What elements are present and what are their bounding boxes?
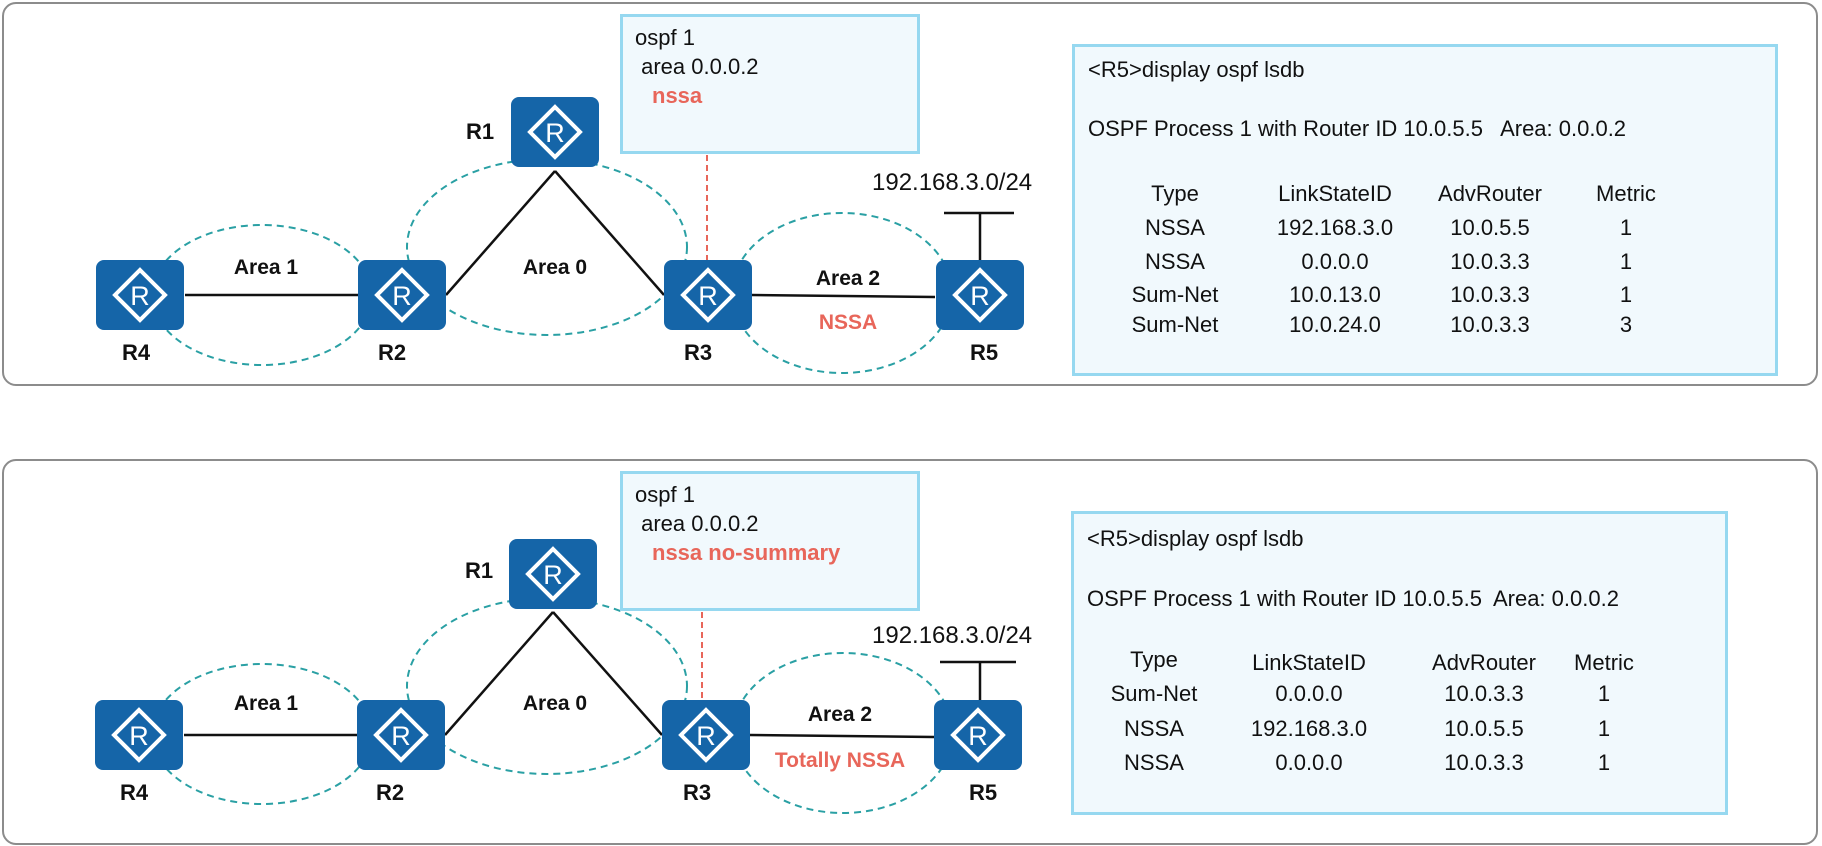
area-2-label: Area 2 xyxy=(815,267,881,290)
router-r3-icon xyxy=(660,698,752,772)
router-r2-icon xyxy=(356,258,448,332)
link-r3-r5 xyxy=(749,733,935,739)
lsdb-cell: 10.0.5.5 xyxy=(1444,716,1524,741)
router-r3-label: R3 xyxy=(682,780,712,805)
lsdb-header-advrouter: AdvRouter xyxy=(1438,181,1542,206)
lsdb-process-line: OSPF Process 1 with Router ID 10.0.5.5 A… xyxy=(1087,586,1619,611)
config-line-ospf: ospf 1 xyxy=(635,25,695,50)
lsdb-cell: NSSA xyxy=(1145,215,1205,240)
area-2-type-label: NSSA xyxy=(818,311,878,334)
link-r2-r1 xyxy=(444,611,554,736)
lsdb-output-box: <R5>display ospf lsdb OSPF Process 1 wit… xyxy=(1071,511,1728,815)
link-r2-r1 xyxy=(445,170,556,296)
area-0-ellipse xyxy=(406,158,688,336)
area-1-label: Area 1 xyxy=(233,692,299,715)
lsdb-cell: 0.0.0.0 xyxy=(1301,249,1369,274)
lsdb-cell: NSSA xyxy=(1124,716,1184,741)
lsdb-command: <R5>display ospf lsdb xyxy=(1088,57,1305,82)
lsdb-header-linkstateid: LinkStateID xyxy=(1252,650,1366,675)
network-segment xyxy=(944,211,1014,262)
network-segment xyxy=(940,660,1016,700)
lsdb-cell: 1 xyxy=(1619,215,1633,240)
router-r5-icon xyxy=(932,698,1024,772)
router-r1-label: R1 xyxy=(464,558,494,583)
area-2-ellipse xyxy=(731,212,953,374)
network-address-label: 192.168.3.0/24 xyxy=(872,622,1033,649)
router-r5-icon xyxy=(934,258,1026,332)
lsdb-cell: 10.0.3.3 xyxy=(1450,312,1530,337)
lsdb-cell: Sum-Net xyxy=(1110,681,1198,706)
router-r2-icon xyxy=(355,698,447,772)
area-0-label: Area 0 xyxy=(522,692,588,715)
lsdb-cell: Sum-Net xyxy=(1131,282,1219,307)
config-line-nssa-no-summary: nssa no-summary xyxy=(652,540,841,565)
area-0-label: Area 0 xyxy=(522,256,588,279)
router-r4-icon xyxy=(93,698,185,772)
router-r1-label: R1 xyxy=(465,119,495,144)
lsdb-cell: 10.0.3.3 xyxy=(1444,750,1524,775)
link-r1-r3 xyxy=(552,611,663,736)
lsdb-cell: 1 xyxy=(1597,681,1611,706)
lsdb-cell: 10.0.3.3 xyxy=(1450,249,1530,274)
lsdb-cell: 1 xyxy=(1619,249,1633,274)
router-r5-label: R5 xyxy=(968,780,998,805)
lsdb-command: <R5>display ospf lsdb xyxy=(1087,526,1304,551)
lsdb-cell: 10.0.5.5 xyxy=(1450,215,1530,240)
router-r5-label: R5 xyxy=(969,340,999,365)
lsdb-cell: 0.0.0.0 xyxy=(1275,681,1343,706)
lsdb-cell: NSSA xyxy=(1124,750,1184,775)
area-2-ellipse xyxy=(732,652,954,814)
lsdb-header-type: Type xyxy=(1130,647,1178,672)
area-2-label: Area 2 xyxy=(807,703,873,726)
router-r4-label: R4 xyxy=(121,340,151,365)
router-r4-label: R4 xyxy=(119,780,149,805)
lsdb-cell: 1 xyxy=(1619,282,1633,307)
area-1-label: Area 1 xyxy=(233,256,299,279)
lsdb-header-metric: Metric xyxy=(1596,181,1656,206)
lsdb-cell: 10.0.13.0 xyxy=(1289,282,1381,307)
router-r1-icon xyxy=(507,537,599,611)
router-r3-label: R3 xyxy=(683,340,713,365)
config-line-ospf: ospf 1 xyxy=(635,482,695,507)
lsdb-cell: 10.0.3.3 xyxy=(1450,282,1530,307)
lsdb-cell: 1 xyxy=(1597,750,1611,775)
config-box: ospf 1 area 0.0.0.2 nssa xyxy=(620,14,920,154)
lsdb-header-linkstateid: LinkStateID xyxy=(1278,181,1392,206)
lsdb-cell: 3 xyxy=(1619,312,1633,337)
config-line-area: area 0.0.0.2 xyxy=(635,511,759,536)
router-r4-icon xyxy=(94,258,186,332)
lsdb-cell: NSSA xyxy=(1145,249,1205,274)
config-line-area: area 0.0.0.2 xyxy=(635,54,759,79)
lsdb-header-advrouter: AdvRouter xyxy=(1432,650,1536,675)
area-2-type-label: Totally NSSA xyxy=(774,749,906,772)
lsdb-process-line: OSPF Process 1 with Router ID 10.0.5.5 A… xyxy=(1088,116,1627,141)
lsdb-cell: 192.168.3.0 xyxy=(1276,215,1394,240)
link-r3-r5 xyxy=(751,293,936,299)
config-box: ospf 1 area 0.0.0.2 nssa no-summary xyxy=(620,471,920,611)
lsdb-header-metric: Metric xyxy=(1574,650,1634,675)
lsdb-cell: 1 xyxy=(1597,716,1611,741)
lsdb-cell: Sum-Net xyxy=(1131,312,1219,337)
router-r2-label: R2 xyxy=(375,780,405,805)
lsdb-cell: 10.0.24.0 xyxy=(1289,312,1381,337)
area-0-ellipse xyxy=(406,597,688,775)
lsdb-header-type: Type xyxy=(1151,181,1199,206)
link-r1-r3 xyxy=(554,170,665,296)
lsdb-output-box: <R5>display ospf lsdb OSPF Process 1 wit… xyxy=(1072,44,1778,376)
lsdb-cell: 10.0.3.3 xyxy=(1444,681,1524,706)
router-r2-label: R2 xyxy=(377,340,407,365)
router-r1-icon xyxy=(509,95,601,169)
router-r3-icon xyxy=(662,258,754,332)
lsdb-cell: 0.0.0.0 xyxy=(1275,750,1343,775)
network-address-label: 192.168.3.0/24 xyxy=(872,169,1033,196)
lsdb-cell: 192.168.3.0 xyxy=(1250,716,1368,741)
config-line-nssa: nssa xyxy=(652,83,703,108)
